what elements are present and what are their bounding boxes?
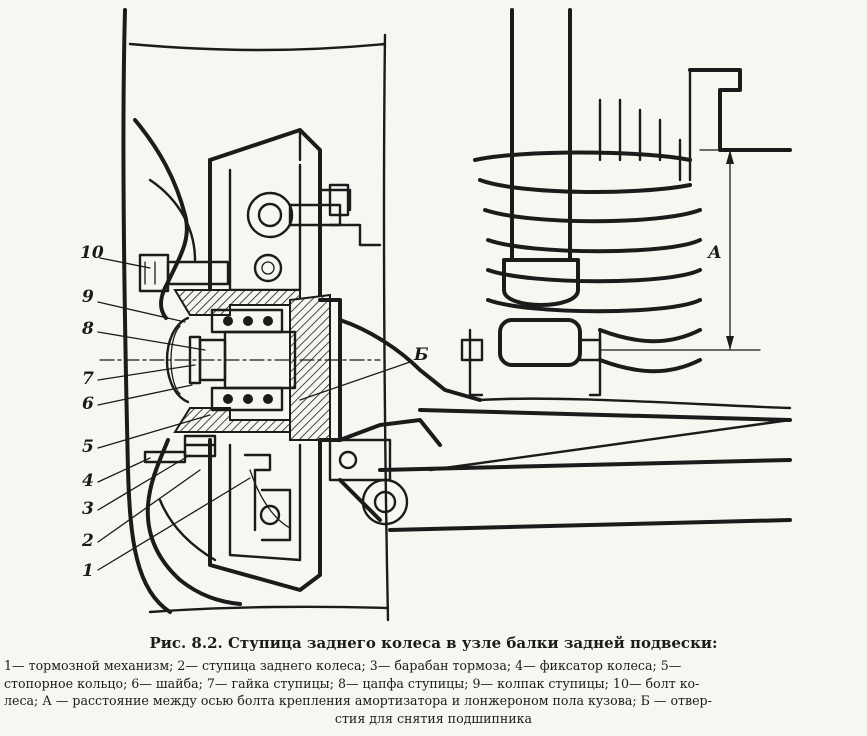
dimension-a-label: А (706, 243, 722, 263)
hole-b-label: Б (413, 345, 429, 365)
hole-b: Б (299, 345, 429, 401)
label-4: 4 (82, 471, 94, 491)
label-7: 7 (82, 369, 94, 389)
wheel-bolt (138, 253, 230, 293)
wheel-lock (143, 434, 217, 464)
legend-line-3: леса; А — расстояние между осью болта кр… (4, 693, 712, 708)
coil-spring (473, 98, 702, 374)
label-2: 2 (81, 531, 94, 551)
label-3: 3 (82, 499, 94, 519)
body-longeron (688, 68, 792, 182)
hub-section (173, 289, 331, 441)
label-8: 8 (81, 319, 94, 339)
axle-stub (99, 316, 381, 404)
wheel-cylinder (246, 183, 382, 283)
trailing-arm (361, 397, 792, 532)
part-labels: 10 9 8 7 6 5 4 3 2 1 (80, 243, 251, 581)
figure-caption-title: Рис. 8.2. Ступица заднего колеса в узле … (149, 634, 718, 652)
shock-absorber (460, 8, 602, 397)
dimension-a: А (599, 149, 761, 351)
legend-line-2: стопорное кольцо; 6— шайба; 7— гайка сту… (4, 675, 700, 691)
label-6: 6 (82, 394, 94, 414)
label-1: 1 (82, 561, 94, 581)
legend-line-4: стия для снятия подшипника (334, 710, 533, 726)
legend-line-1: 1— тормозной механизм; 2— ступица заднег… (4, 658, 682, 673)
hub-assembly-drawing: А Б 10 9 8 7 6 5 4 3 2 1 (80, 8, 792, 622)
label-9: 9 (82, 287, 94, 307)
wheel-disc (133, 118, 242, 606)
wheel-tire (121, 8, 390, 622)
label-10: 10 (80, 243, 104, 263)
label-5: 5 (82, 437, 94, 457)
figure-caption-legend: 1— тормозной механизм; 2— ступица заднег… (4, 657, 863, 727)
suspension-beam-bracket (328, 318, 482, 522)
